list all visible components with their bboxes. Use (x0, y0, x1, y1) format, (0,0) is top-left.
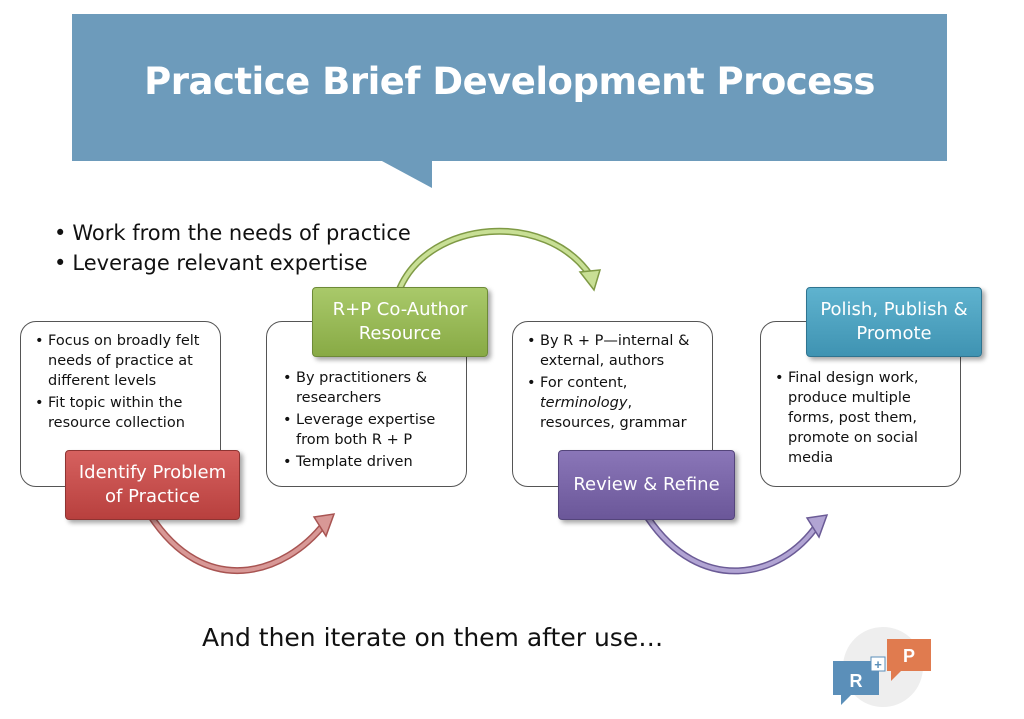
footer-note: And then iterate on them after use… (202, 623, 664, 652)
arrow-head-red (312, 513, 336, 538)
arrow-head-purple (805, 514, 829, 539)
banner-callout-tail (380, 160, 432, 188)
step-label-review: Review & Refine (558, 450, 735, 520)
step-bullet: By R + P—internal & external, authors (527, 331, 706, 371)
step-label-identify: Identify Problem of Practice (65, 450, 240, 520)
arrow-head-green (578, 269, 602, 292)
step-label-coauthor: R+P Co-Author Resource (312, 287, 488, 357)
logo-letter-r: R (850, 671, 863, 691)
step-bullet: Final design work, produce multiple form… (775, 368, 952, 468)
arrow-step1-to-step2 (146, 511, 329, 574)
principle-item: Work from the needs of practice (54, 218, 410, 248)
page-title: Practice Brief Development Process (144, 60, 875, 103)
principles-list: Work from the needs of practice Leverage… (54, 218, 411, 278)
title-banner (72, 14, 947, 161)
logo-letter-p: P (903, 646, 915, 666)
logo-plus: + (874, 657, 882, 672)
step-bullet: Fit topic within the resource collection (35, 393, 212, 433)
step-bullet: Focus on broadly felt needs of practice … (35, 331, 212, 391)
step-label-publish: Polish, Publish & Promote (806, 287, 982, 357)
arrow-step2-to-step3 (396, 227, 594, 292)
step-bullet: For content, terminology, resources, gra… (527, 373, 706, 433)
rp-logo: + R P (833, 627, 931, 707)
step-bullet: Leverage expertise from both R + P (283, 410, 458, 450)
step-bullet: Template driven (283, 452, 458, 472)
step-bullet: By practitioners & researchers (283, 368, 458, 408)
principle-item: Leverage relevant expertise (54, 248, 411, 278)
